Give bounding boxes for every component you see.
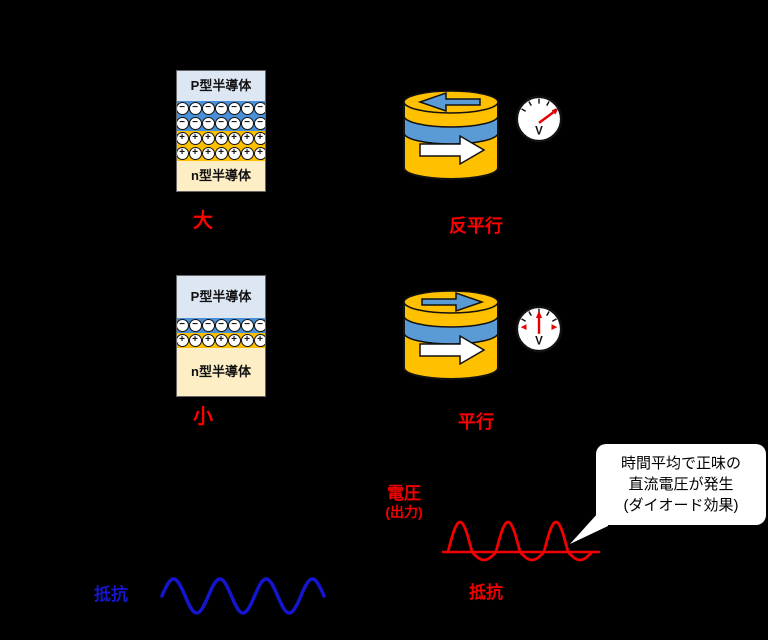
plus-carrier-icon: + (201, 132, 215, 145)
resistance-axis-label-red: 抵抗 (469, 583, 503, 602)
input-resistance-wave (160, 577, 326, 615)
pn-junction-large: P型半導体 −−−−−−−−−−−−−− ++++++++++++++ n型半導… (176, 70, 266, 192)
carrier-row: +++++++ (177, 146, 265, 161)
meter-face (515, 95, 563, 143)
minus-carrier-icon: − (227, 319, 241, 332)
meter-needle (538, 109, 559, 124)
minus-carrier-icon: − (240, 319, 254, 332)
plus-carrier-icon: + (214, 334, 228, 347)
meter-swing-arrows (520, 324, 558, 330)
p-type-layer: P型半導体 (177, 71, 265, 101)
parallel-label: 平行 (458, 412, 494, 432)
plus-carrier-icon: + (214, 147, 228, 160)
plus-carrier-icon: + (253, 132, 265, 145)
resistance-small-label: 小 (193, 406, 213, 428)
p-type-label: P型半導体 (190, 78, 252, 93)
minus-carrier-icon: − (188, 102, 202, 115)
meter-unit-label: V (535, 335, 543, 347)
n-type-label: n型半導体 (191, 364, 251, 379)
minus-carrier-icon: − (201, 319, 215, 332)
carrier-row: −−−−−−− (177, 101, 265, 116)
voltmeter-antiparallel: V (515, 95, 563, 143)
fixed-layer-arrow (419, 334, 486, 366)
minus-carrier-icon: − (201, 117, 215, 130)
n-type-layer: n型半導体 (177, 161, 265, 191)
plus-carrier-icon: + (253, 334, 265, 347)
output-voltage-wave (446, 520, 594, 562)
plus-carrier-icon: + (177, 334, 189, 347)
callout-line-2: 直流電圧が発生 (628, 476, 734, 493)
carrier-row: +++++++ (177, 333, 265, 348)
minus-carrier-icon: − (188, 117, 202, 130)
minus-carrier-icon: − (201, 102, 215, 115)
carrier-row: −−−−−−− (177, 318, 265, 333)
plus-carrier-icon: + (240, 147, 254, 160)
minus-carrier-icon: − (253, 102, 265, 115)
minus-carrier-icon: − (240, 102, 254, 115)
dc-voltage-callout: 時間平均で正味の 直流電圧が発生 (ダイオード効果) (596, 444, 766, 525)
minus-carrier-icon: − (177, 117, 189, 130)
plus-carrier-icon: + (240, 334, 254, 347)
plus-carrier-icon: + (240, 132, 254, 145)
meter-ticks (521, 308, 557, 322)
minus-carrier-icon: − (177, 102, 189, 115)
plus-carrier-icon: + (201, 334, 215, 347)
plus-carrier-icon: + (214, 132, 228, 145)
depletion-minus-layer: −−−−−−− (177, 318, 265, 333)
carrier-row: −−−−−−− (177, 116, 265, 131)
callout-line-3: (ダイオード効果) (623, 497, 739, 514)
minus-carrier-icon: − (227, 102, 241, 115)
minus-carrier-icon: − (253, 319, 265, 332)
plus-carrier-icon: + (177, 147, 189, 160)
cylinder-outline (403, 102, 499, 180)
callout-line-1: 時間平均で正味の (620, 455, 741, 472)
minus-carrier-icon: − (227, 117, 241, 130)
n-type-layer: n型半導体 (177, 348, 265, 396)
depletion-plus-layer: +++++++ (177, 333, 265, 348)
plus-carrier-icon: + (227, 147, 241, 160)
depletion-plus-layer: ++++++++++++++ (177, 131, 265, 161)
plus-carrier-icon: + (177, 132, 189, 145)
free-layer-arrow (417, 91, 481, 113)
minus-carrier-icon: − (214, 319, 228, 332)
output-label: (出力) (385, 504, 423, 520)
voltage-label: 電圧 (387, 484, 421, 503)
plus-carrier-icon: + (227, 132, 241, 145)
resistance-large-label: 大 (193, 210, 213, 232)
minus-carrier-icon: − (253, 117, 265, 130)
resistance-axis-label-blue: 抵抗 (94, 585, 128, 604)
meter-unit-label: V (535, 125, 543, 137)
voltage-output-axis-label: 電圧 (出力) (377, 485, 431, 521)
antiparallel-label: 反平行 (449, 216, 503, 236)
minus-carrier-icon: − (188, 319, 202, 332)
plus-carrier-icon: + (188, 334, 202, 347)
n-type-label: n型半導体 (191, 168, 251, 183)
meter-needle (535, 310, 543, 334)
carrier-row: +++++++ (177, 131, 265, 146)
minus-carrier-icon: − (214, 117, 228, 130)
pn-junction-small: P型半導体 −−−−−−− +++++++ n型半導体 (176, 275, 266, 397)
plus-carrier-icon: + (201, 147, 215, 160)
minus-carrier-icon: − (240, 117, 254, 130)
free-layer-arrow (421, 291, 485, 313)
plus-carrier-icon: + (253, 147, 265, 160)
p-type-label: P型半導体 (190, 289, 252, 304)
mtj-device-parallel (403, 290, 499, 380)
minus-carrier-icon: − (214, 102, 228, 115)
plus-carrier-icon: + (188, 132, 202, 145)
minus-carrier-icon: − (177, 319, 189, 332)
voltmeter-parallel: V (515, 305, 563, 353)
cylinder-outline (403, 302, 499, 380)
fixed-layer-arrow (419, 134, 486, 166)
p-type-layer: P型半導体 (177, 276, 265, 318)
mtj-device-antiparallel (403, 90, 499, 180)
plus-carrier-icon: + (227, 334, 241, 347)
plus-carrier-icon: + (188, 147, 202, 160)
depletion-minus-layer: −−−−−−−−−−−−−− (177, 101, 265, 131)
